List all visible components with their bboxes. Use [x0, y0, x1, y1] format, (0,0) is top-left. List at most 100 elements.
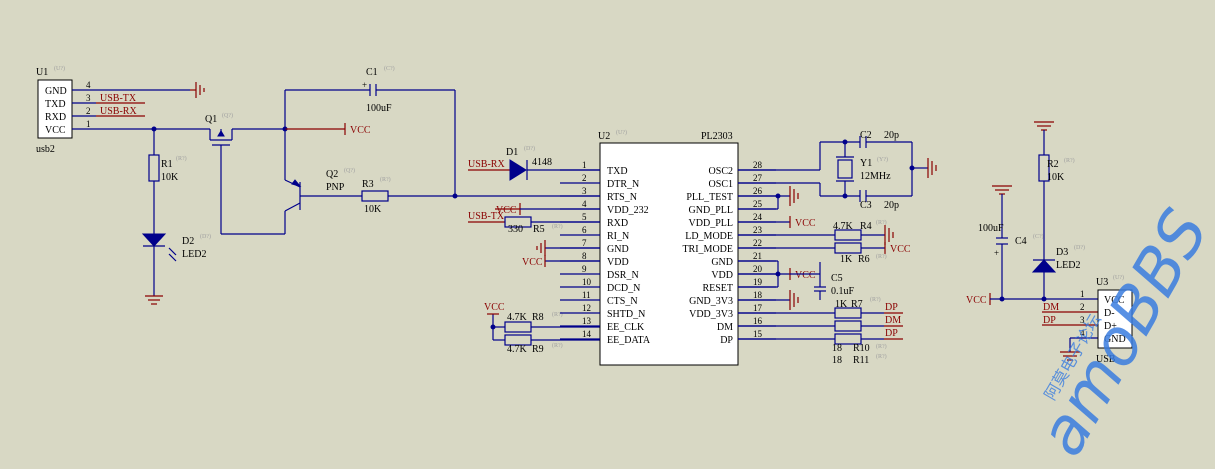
y1-crystal: [837, 159, 853, 179]
net-label-vcc: VCC: [522, 257, 543, 268]
r9-ghost: (R?): [552, 342, 563, 349]
c3-value: 20p: [884, 200, 899, 211]
ground-symbol: [1060, 351, 1080, 361]
u1-pin-num: 4: [86, 80, 91, 90]
d3-value: LED2: [1056, 260, 1080, 271]
ground-symbol: [1034, 121, 1054, 131]
u3-pin-num: 3: [1080, 315, 1085, 325]
r1-ref: R1: [161, 159, 173, 170]
r4-value: 4.7K: [833, 221, 854, 232]
d2-led: [141, 233, 167, 247]
u2-pin-name: CTS_N: [607, 296, 638, 307]
net-label-vcc: VCC: [966, 295, 987, 306]
r11-value: 18: [832, 355, 842, 366]
u2-pin-name: RESET: [702, 283, 733, 294]
u2-pin-num: 8: [582, 251, 587, 261]
u2-part: PL2303: [701, 131, 733, 142]
u2-pin-num: 7: [582, 238, 587, 248]
u3-name: USB: [1096, 354, 1116, 365]
net-label-usb-rx: USB-RX: [100, 106, 137, 117]
u2-pin-name: GND: [607, 244, 629, 255]
net-label-vcc: VCC: [350, 125, 371, 136]
r3-value: 10K: [364, 204, 382, 215]
r11-ref: R11: [853, 355, 869, 366]
c3-ref: C3: [860, 200, 872, 211]
u3-pin-name: D-: [1104, 308, 1115, 319]
u2-pin-num: 5: [582, 212, 587, 222]
u3-pin-num: 4: [1080, 328, 1085, 338]
q1-ref: Q1: [205, 114, 217, 125]
r2-value: 10K: [1047, 172, 1065, 183]
ground-symbol: [145, 295, 163, 305]
r1-d2-branch: R1 10K (R?) D2 LED2 (D?): [141, 126, 211, 305]
ground-symbol: [927, 158, 937, 178]
u2-pin-num: 21: [753, 251, 762, 261]
r10-ref: R10: [853, 343, 870, 354]
r5-value: 330: [508, 224, 523, 235]
r6-ref: R6: [858, 254, 870, 265]
net-label-vcc: VCC: [795, 218, 816, 229]
r3-ghost: (R?): [380, 176, 391, 183]
net-label-vcc: VCC: [484, 302, 505, 313]
u2-ic: U2 (U?) PL2303 1TXD2DTR_N3RTS_N4VDD_2325…: [560, 129, 776, 366]
junction-dot: [775, 193, 781, 199]
r1-resistor: [148, 154, 160, 182]
u3-pin-num: 1: [1080, 289, 1085, 299]
watermark: amoBBS 阿莫电子论坛: [1025, 198, 1215, 468]
y1-value: 12MHz: [860, 171, 891, 182]
r7-ghost: (R?): [870, 296, 881, 303]
r10-resistor: [834, 320, 862, 332]
u3-ref: U3: [1096, 277, 1108, 288]
u2-pin-name: DCD_N: [607, 283, 640, 294]
u2-ref: U2: [598, 131, 610, 142]
u2-pin-name: EE_DATA: [607, 335, 651, 346]
u2-pin-name: DM: [717, 322, 733, 333]
net-label-vcc: VCC: [890, 244, 911, 255]
u2-left-pins: 1TXD2DTR_N3RTS_N4VDD_2325RXD6RI_N7GND8VD…: [560, 160, 651, 346]
u2-pin-name: DSR_N: [607, 270, 639, 281]
r4-ref: R4: [860, 221, 872, 232]
c4-ref: C4: [1015, 236, 1027, 247]
c4-value: 100uF: [978, 223, 1004, 234]
u2-pin-num: 16: [753, 316, 763, 326]
u2-pin-name: VDD_3V3: [689, 309, 733, 320]
d1-value: 4148: [532, 157, 552, 168]
c5-value: 0.1uF: [831, 286, 855, 297]
d1-ghost: (D?): [524, 145, 535, 152]
u2-pin-num: 11: [582, 290, 591, 300]
r7-value: 1K: [835, 299, 848, 310]
c5-ref: C5: [831, 273, 843, 284]
q2-type: PNP: [326, 182, 345, 193]
ground-symbol: [789, 290, 799, 310]
net-label-vcc: VCC: [496, 205, 517, 216]
u2-ghost: (U?): [616, 129, 627, 136]
net-label-dp: DP: [1043, 315, 1056, 326]
d2-ghost: (D?): [200, 233, 211, 240]
u2-pin-name: VDD: [607, 257, 629, 268]
u2-body: [599, 142, 739, 366]
q2-ghost: (Q?): [344, 167, 355, 174]
r3-ref: R3: [362, 179, 374, 190]
u2-pin-name: LD_MODE: [685, 231, 733, 242]
u2-pin-name: OSC2: [709, 166, 733, 177]
c1-value: 100uF: [366, 103, 392, 114]
r11-ghost: (R?): [876, 353, 887, 360]
u2-pin-num: 13: [582, 316, 592, 326]
u1-pin-name: RXD: [45, 112, 66, 123]
u2-pin-num: 15: [753, 329, 763, 339]
c1-ref: C1: [366, 67, 378, 78]
u3-pin-name: GND: [1104, 334, 1126, 345]
d3-ghost: (D?): [1074, 244, 1085, 251]
u2-pin-num: 24: [753, 212, 763, 222]
ground-symbol: [884, 225, 894, 245]
ground-symbol: [789, 186, 799, 206]
r8-ghost: (R?): [552, 311, 563, 318]
u1-body: [37, 79, 73, 139]
net-label-dm: DM: [885, 315, 901, 326]
u2-pin-name: PLL_TEST: [686, 192, 733, 203]
u2-pin-name: VDD_PLL: [689, 218, 733, 229]
u2-pin-num: 25: [753, 199, 763, 209]
u1-pin-num: 3: [86, 93, 91, 103]
u2-pin-num: 27: [753, 173, 763, 183]
